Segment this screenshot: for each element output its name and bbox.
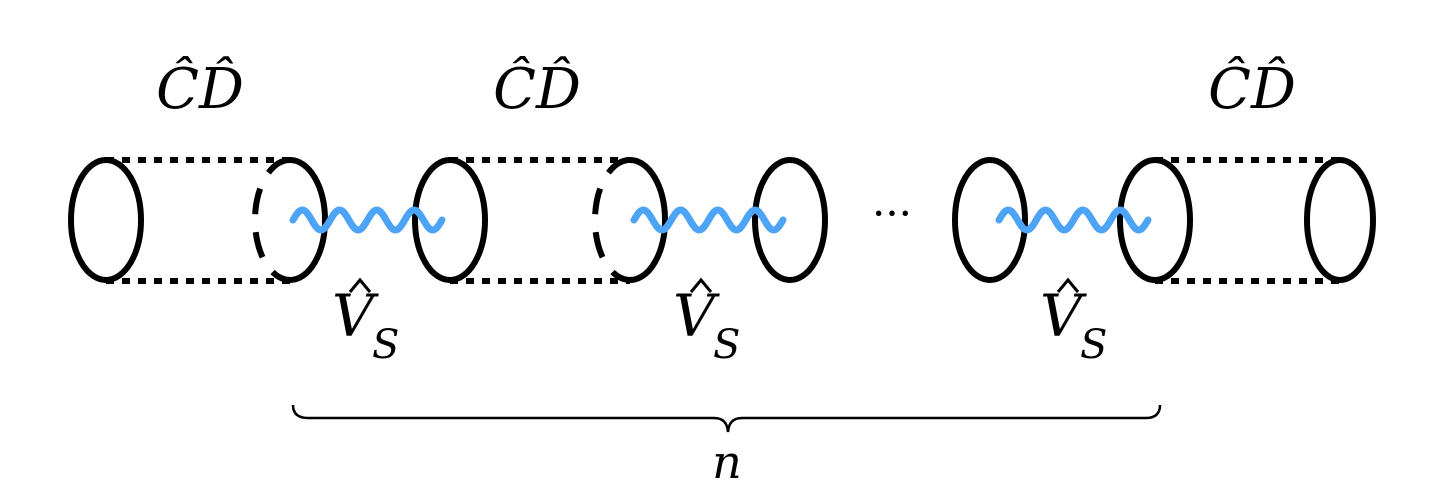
cylinder-label-3: ĈD̂	[1208, 55, 1296, 122]
count-label: n	[712, 435, 742, 489]
cylinder-2-right-end-visible	[629, 157, 668, 283]
cylinder-last	[1117, 157, 1376, 284]
wave-propagator-2	[630, 206, 787, 234]
cylinder-label-2-text: ĈD̂	[493, 55, 581, 122]
vertex-label-2: V S	[673, 277, 740, 368]
vertex-label-3: V S	[1040, 277, 1107, 368]
cylinder-2	[412, 157, 668, 284]
vertex-label-3-hat	[1056, 277, 1080, 293]
vertex-label-3-base: V	[1040, 282, 1087, 350]
vertex-label-2-base: V	[673, 282, 720, 350]
cylinder-2-left-end	[412, 157, 488, 283]
vertex-label-1-base: V	[332, 282, 379, 350]
ellipsis: ···	[872, 189, 912, 238]
vertex-label-2-hat	[689, 277, 713, 293]
ring-3	[752, 157, 828, 283]
cylinder-last-right-end	[1304, 157, 1376, 283]
vertex-label-3-sub: S	[1080, 322, 1107, 368]
vertex-label-2-sub: S	[713, 322, 740, 368]
wave-propagator-1	[289, 206, 446, 234]
cylinder-label-3-text: ĈD̂	[1208, 55, 1296, 122]
wave-propagator-3	[995, 206, 1152, 234]
vertex-label-1-hat	[348, 277, 372, 293]
cylinder-2-right-end-hidden	[592, 157, 631, 283]
cylinder-1	[68, 157, 328, 284]
cylinder-last-left-end	[1117, 157, 1193, 283]
cylinder-label-1-text: ĈD̂	[156, 55, 244, 122]
vertex-label-1-sub: S	[372, 322, 399, 368]
cylinder-1-right-end-visible	[289, 157, 328, 283]
cylinder-label-1: ĈD̂	[156, 55, 244, 122]
cylinder-1-left-end	[68, 157, 144, 283]
cylinder-label-2: ĈD̂	[493, 55, 581, 122]
vertex-label-1: V S	[332, 277, 399, 368]
cylinder-1-right-end-hidden	[252, 157, 291, 283]
ring-4	[952, 157, 1028, 283]
underbrace	[291, 404, 1162, 433]
